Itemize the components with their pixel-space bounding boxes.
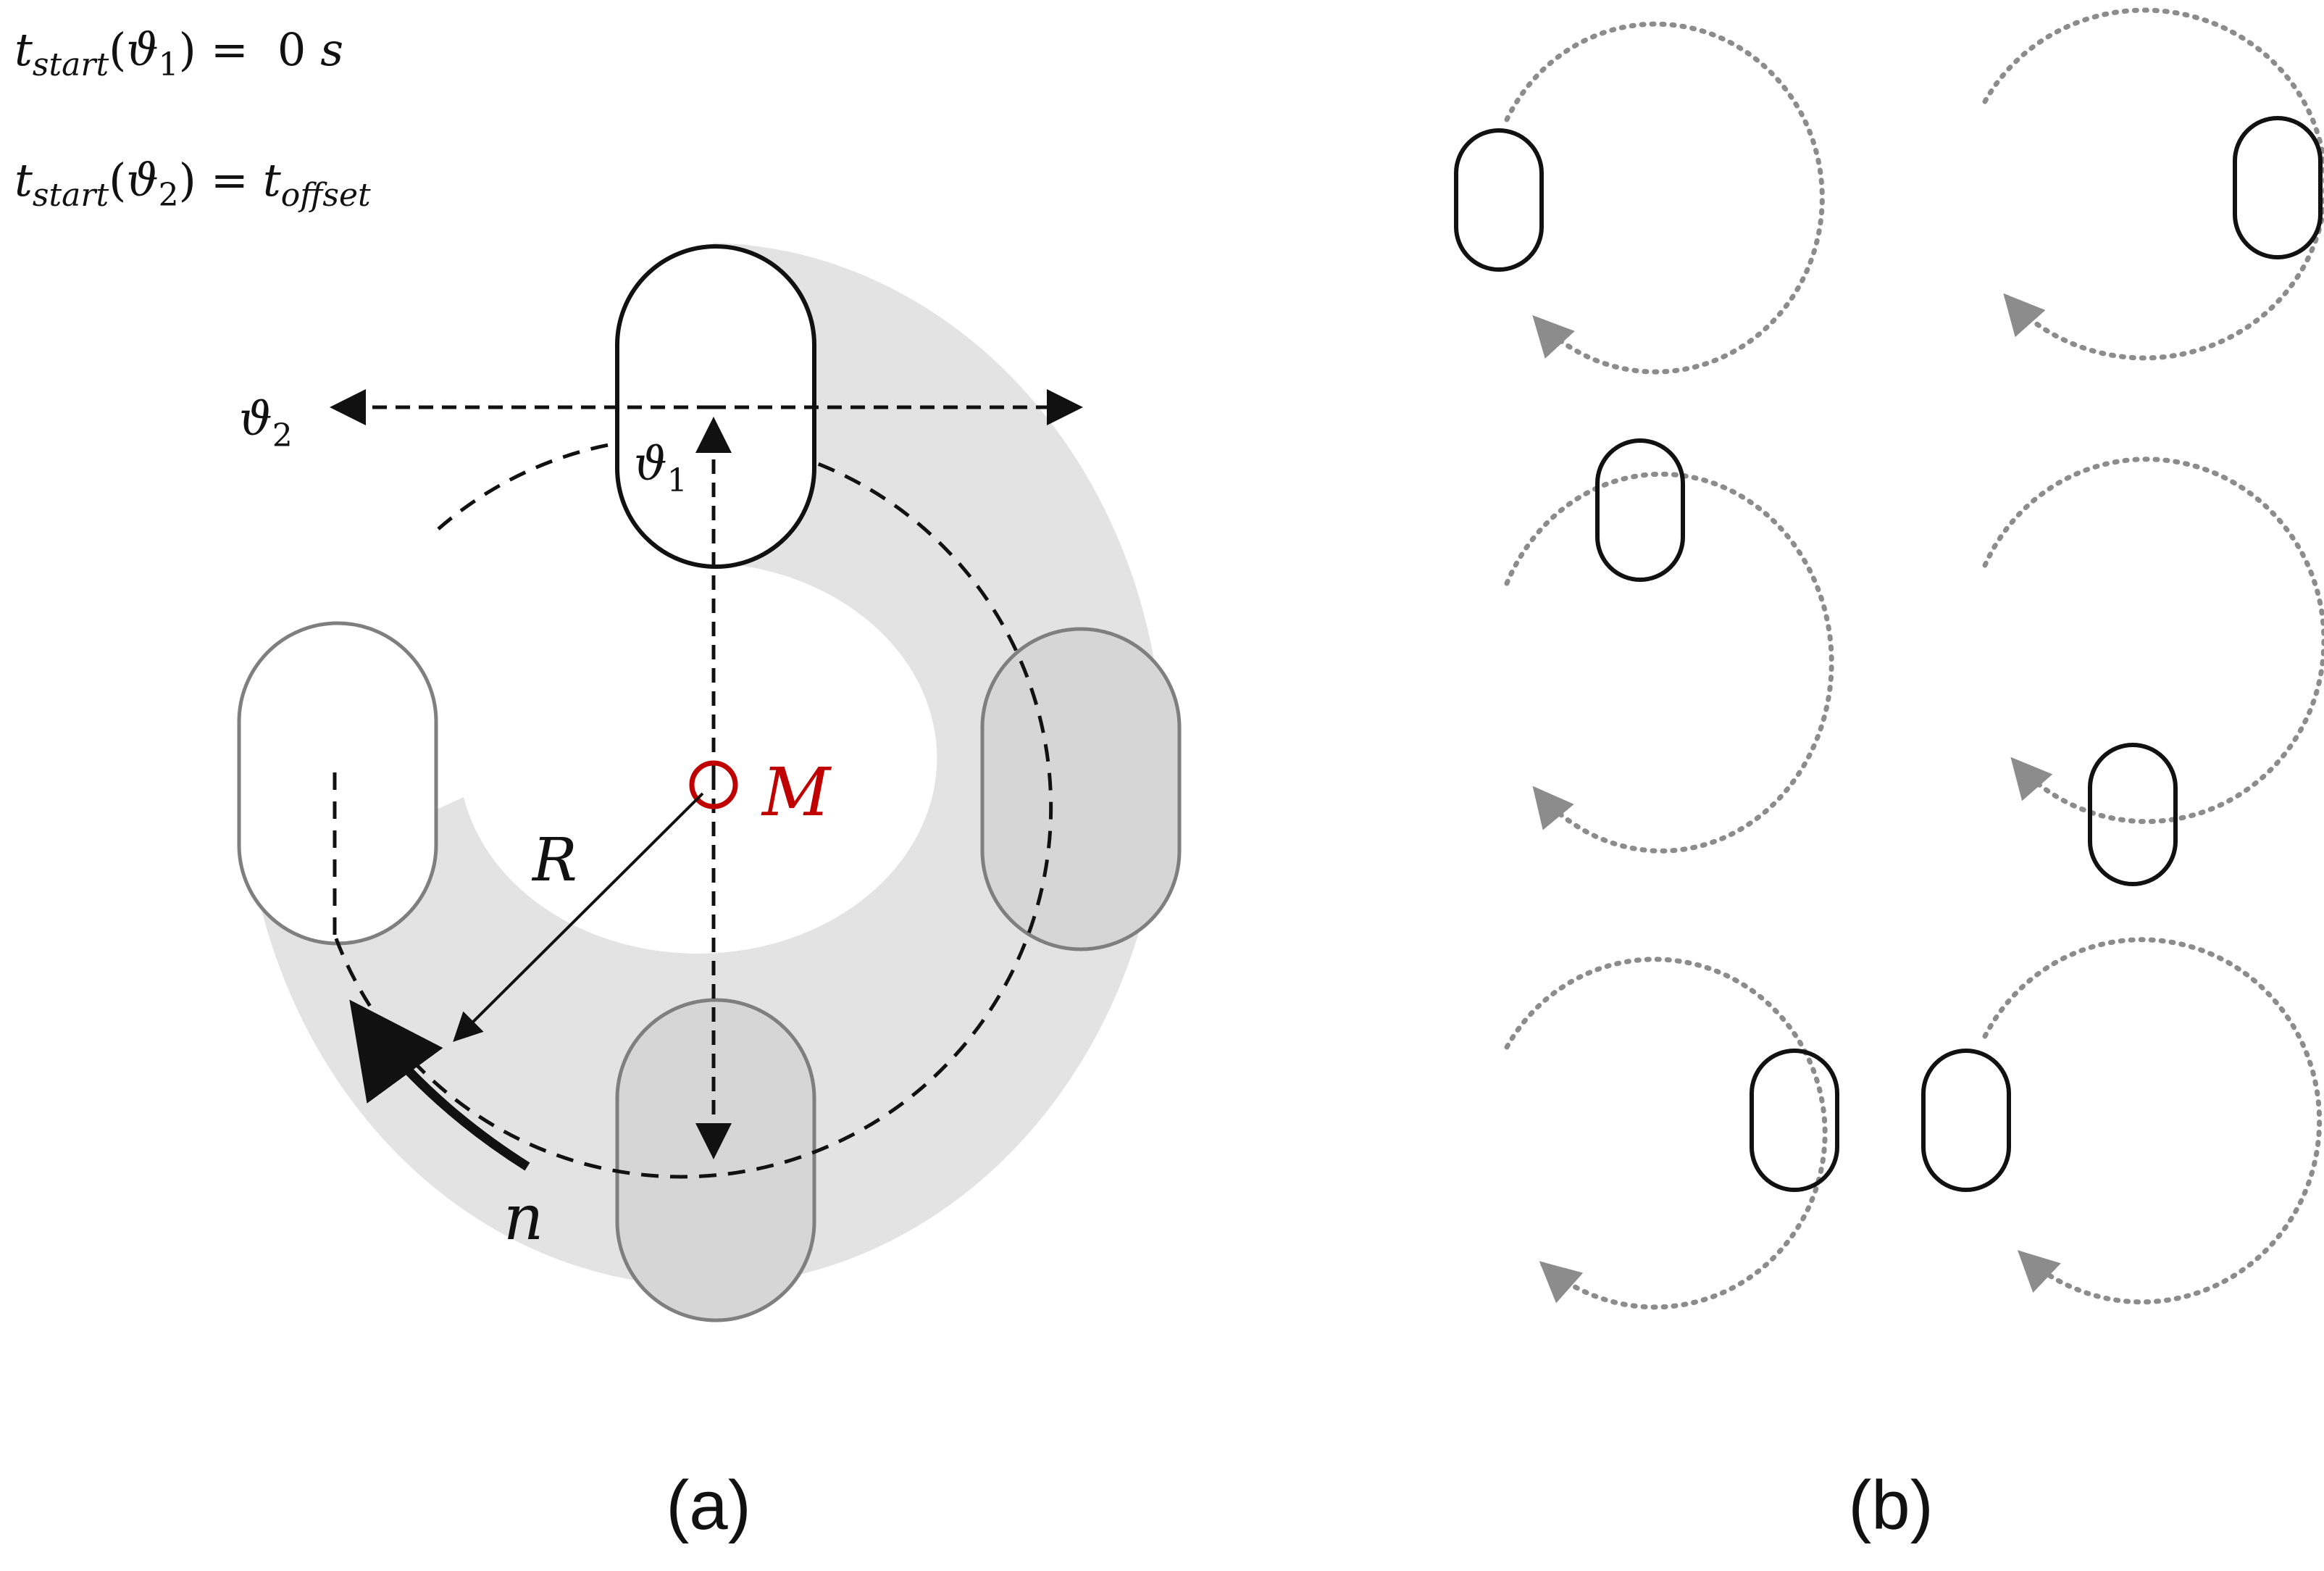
theta2-label: ϑ2 — [239, 393, 293, 454]
caption-b: (b) — [1848, 1467, 1933, 1544]
b-path-6 — [1982, 937, 2323, 1305]
center-marker — [689, 760, 738, 809]
radius-line — [453, 792, 704, 1042]
panel-a: ϑ2 ϑ1 M R n (a) — [237, 243, 1182, 1544]
b-path-4 — [1982, 457, 2324, 825]
radius-label: R — [531, 826, 577, 895]
track-ring — [257, 243, 1163, 1286]
b-capsule-4 — [2088, 743, 2178, 886]
capsule-right — [980, 627, 1182, 951]
b-state-5 — [1504, 957, 1839, 1310]
b-path-5 — [1504, 957, 1828, 1310]
b-capsule-6 — [1921, 1049, 2011, 1192]
theta1-label: ϑ1 — [634, 438, 687, 499]
equation-start-theta2: tstart(ϑ2)=toffset — [14, 154, 371, 214]
svg-text:tstart(ϑ1)=0s: tstart(ϑ1)=0s — [14, 23, 343, 83]
rotation-label: n — [503, 1182, 543, 1254]
b-path-3 — [1504, 471, 1834, 854]
b-capsule-3 — [1595, 438, 1685, 582]
b-path-1 — [1504, 21, 1825, 375]
panel-b: (b) — [1454, 7, 2324, 1544]
b-state-4 — [1982, 457, 2324, 886]
caption-a: (a) — [666, 1467, 751, 1544]
center-label: M — [761, 754, 832, 831]
b-state-3 — [1504, 438, 1834, 854]
b-state-1 — [1454, 21, 1825, 375]
b-state-6 — [1921, 937, 2323, 1305]
b-capsule-2 — [2233, 116, 2323, 259]
b-state-2 — [1982, 7, 2324, 361]
b-capsule-5 — [1750, 1049, 1839, 1192]
capsule-bottom — [615, 998, 816, 1322]
capsule-left — [237, 621, 438, 946]
b-path-2 — [1982, 7, 2324, 361]
svg-text:tstart(ϑ2)=toffset: tstart(ϑ2)=toffset — [14, 154, 371, 214]
rotation-arrow — [349, 999, 530, 1171]
b-capsule-1 — [1454, 128, 1544, 272]
